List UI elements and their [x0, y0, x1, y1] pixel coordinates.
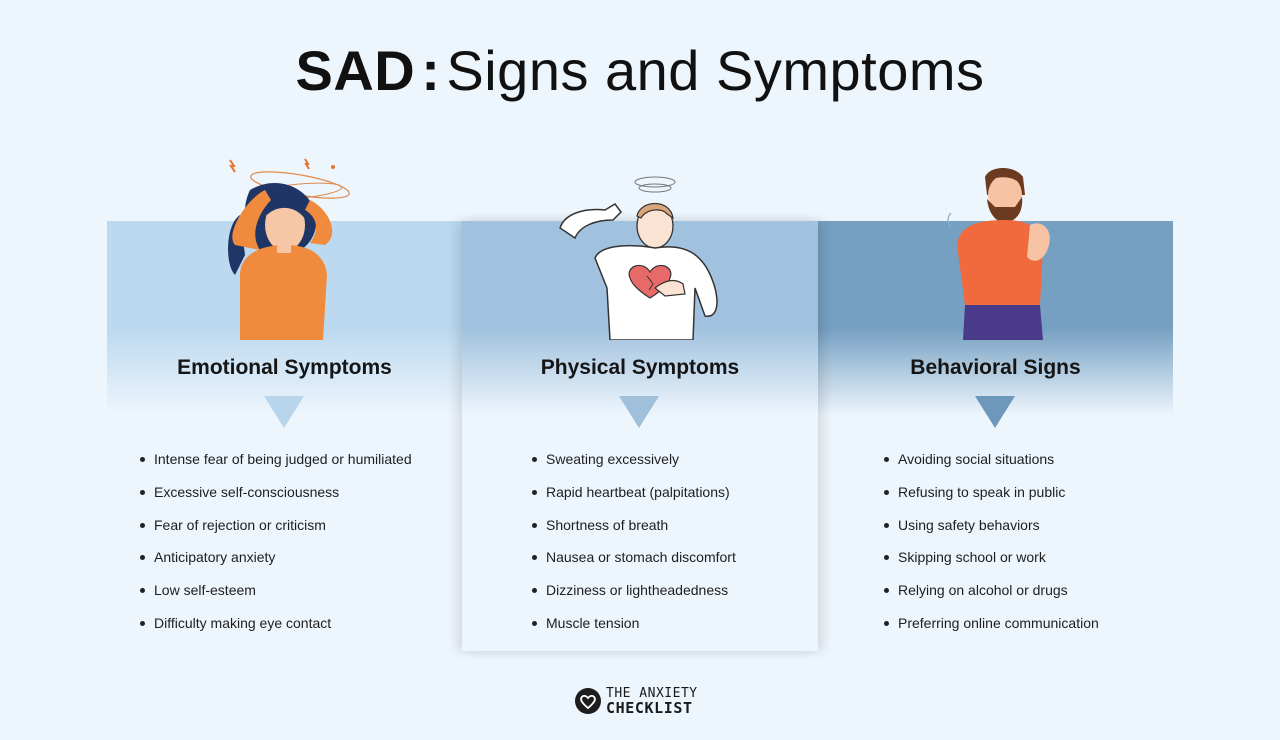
title-rest: Signs and Symptoms — [446, 39, 985, 102]
list-item: Anticipatory anxiety — [140, 547, 412, 580]
title-separator: : — [421, 39, 441, 102]
list-item: Muscle tension — [532, 613, 736, 646]
symptom-list: Intense fear of being judged or humiliat… — [140, 449, 412, 646]
man-heart-pain-illustration — [559, 176, 718, 340]
panel-physical: Physical Symptoms Sweating excessively R… — [462, 221, 818, 651]
list-item: Shortness of breath — [532, 515, 736, 548]
down-triangle-icon — [619, 396, 659, 428]
list-item: Nausea or stomach discomfort — [532, 547, 736, 580]
down-triangle-icon — [264, 396, 304, 428]
symptom-list: Avoiding social situations Refusing to s… — [884, 449, 1099, 646]
list-item: Using safety behaviors — [884, 515, 1099, 548]
list-item: Avoiding social situations — [884, 449, 1099, 482]
list-item: Excessive self-consciousness — [140, 482, 412, 515]
list-item: Difficulty making eye contact — [140, 613, 412, 646]
stressed-woman-illustration — [228, 158, 350, 340]
list-item: Sweating excessively — [532, 449, 736, 482]
list-item: Dizziness or lightheadedness — [532, 580, 736, 613]
panel-heading: Emotional Symptoms — [177, 356, 392, 379]
list-item: Skipping school or work — [884, 547, 1099, 580]
symptom-list: Sweating excessively Rapid heartbeat (pa… — [532, 449, 736, 646]
list-item: Refusing to speak in public — [884, 482, 1099, 515]
list-item: Rapid heartbeat (palpitations) — [532, 482, 736, 515]
brand-line2: CHECKLIST — [606, 699, 693, 717]
brand-line1: THE ANXIETY — [606, 686, 698, 701]
heart-in-circle-icon — [575, 688, 601, 714]
list-item: Relying on alcohol or drugs — [884, 580, 1099, 613]
list-item: Fear of rejection or criticism — [140, 515, 412, 548]
title-bold: SAD — [295, 39, 416, 102]
list-item: Intense fear of being judged or humiliat… — [140, 449, 412, 482]
list-item: Low self-esteem — [140, 580, 412, 613]
panel-heading: Behavioral Signs — [910, 356, 1081, 379]
down-triangle-icon — [975, 396, 1015, 428]
panel-heading: Physical Symptoms — [540, 356, 740, 379]
page-title: SAD:Signs and Symptoms — [0, 38, 1280, 103]
list-item: Preferring online communication — [884, 613, 1099, 646]
anxious-bearded-man-illustration — [945, 168, 1050, 340]
